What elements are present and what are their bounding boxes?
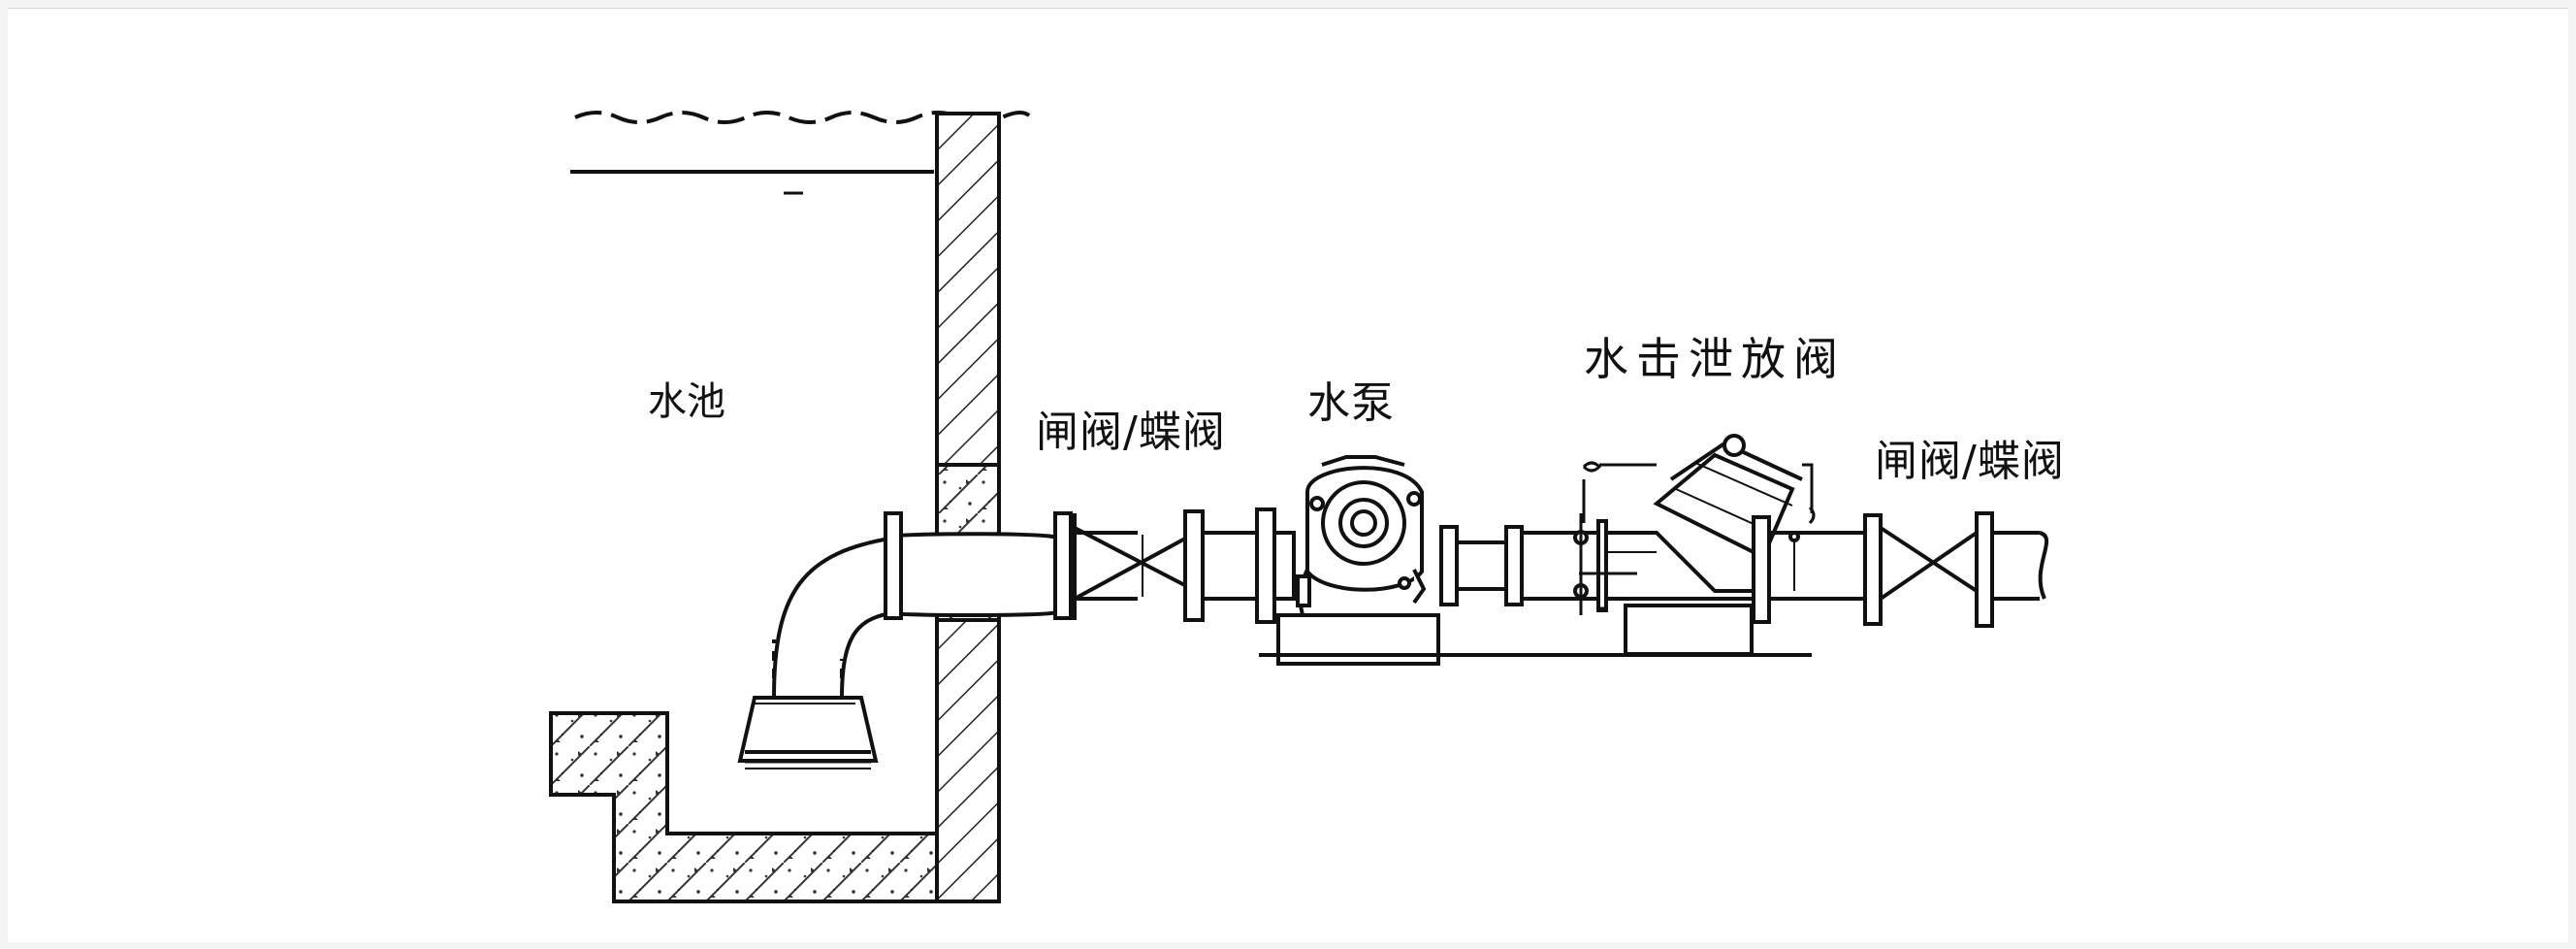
gate-valve-left <box>1073 507 1276 624</box>
main-pipe-left <box>884 511 1138 620</box>
relief-valve <box>1573 434 1816 615</box>
diagram-canvas: 水池 闸阀/蝶阀 水泵 水击泄放阀 闸阀/蝶阀 <box>8 8 2568 942</box>
pump-station-diagram <box>549 111 2049 903</box>
gate-valve-right-label: 闸阀/蝶阀 <box>1875 437 2065 486</box>
pool-floor <box>549 711 939 903</box>
outlet-pipe <box>1752 511 2049 628</box>
relief-valve-label: 水击泄放阀 <box>1584 333 1846 385</box>
base <box>1259 604 1812 666</box>
pool-wall <box>935 112 1001 903</box>
water-surface <box>570 111 1033 195</box>
suction-pipe <box>737 536 896 769</box>
gate-valve-left-label: 闸阀/蝶阀 <box>1036 408 1226 457</box>
pump-label: 水泵 <box>1307 378 1395 428</box>
pool-label: 水池 <box>648 379 725 424</box>
